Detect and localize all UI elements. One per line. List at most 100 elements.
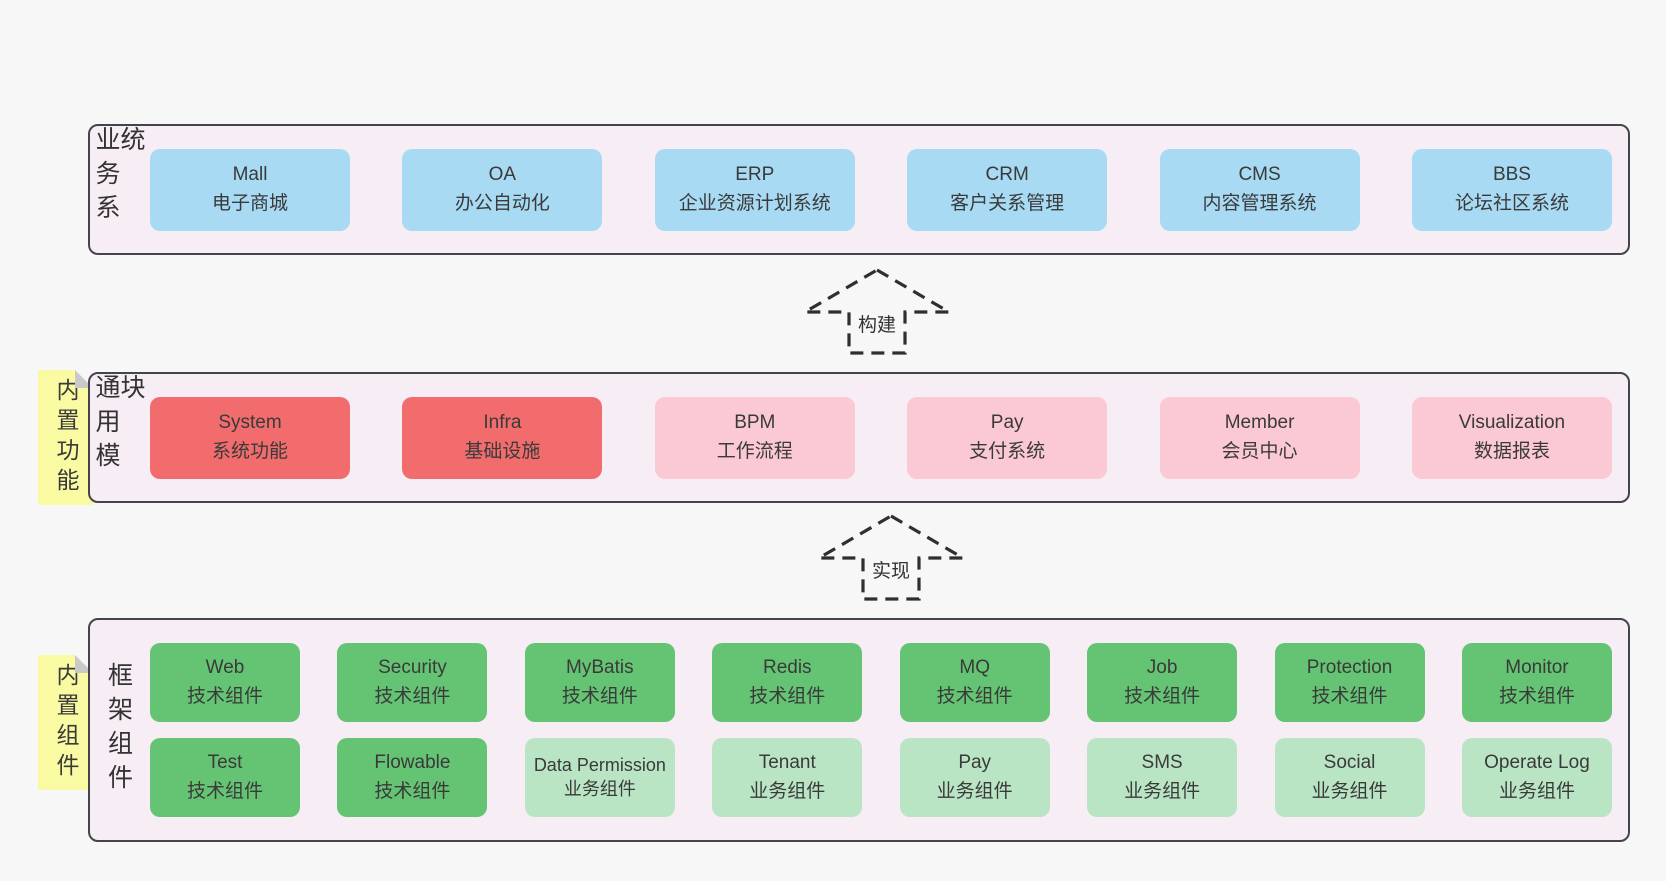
- box-job: Job 技术组件: [1087, 643, 1238, 722]
- box-title: Pay: [990, 412, 1024, 433]
- box-title: MyBatis: [566, 657, 634, 678]
- box-monitor: Monitor 技术组件: [1461, 643, 1612, 722]
- box-title: Monitor: [1505, 657, 1569, 678]
- note-built-in-components: 内置组件: [38, 655, 93, 790]
- box-redis: Redis 技术组件: [712, 643, 863, 722]
- box-title: System: [218, 412, 282, 433]
- box-subtitle: 技术组件: [936, 685, 1013, 707]
- box-title: Tenant: [758, 752, 816, 773]
- box-visualization: Visualization 数据报表: [1411, 396, 1612, 479]
- box-title: Operate Log: [1484, 752, 1590, 773]
- box-subtitle: 技术组件: [374, 685, 451, 707]
- box-subtitle: 电子商城: [211, 192, 288, 214]
- box-crm: CRM 客户关系管理: [907, 148, 1108, 231]
- box-subtitle: 业务组件: [1311, 780, 1388, 802]
- box-pay-business: Pay 业务组件: [899, 738, 1050, 817]
- dashed-up-arrow-icon: [816, 514, 966, 601]
- box-social: Social 业务组件: [1274, 738, 1425, 817]
- box-subtitle: 技术组件: [186, 780, 263, 802]
- box-subtitle: 会员中心: [1221, 440, 1298, 462]
- box-mall: Mall 电子商城: [150, 148, 350, 231]
- box-mybatis: MyBatis 技术组件: [524, 643, 675, 722]
- box-sms: SMS 业务组件: [1087, 738, 1238, 817]
- box-member: Member 会员中心: [1159, 396, 1360, 479]
- box-title: Infra: [483, 412, 522, 433]
- box-subtitle: 技术组件: [561, 685, 638, 707]
- box-subtitle: 支付系统: [969, 440, 1046, 462]
- box-title: ERP: [735, 164, 775, 185]
- box-title: BBS: [1492, 164, 1531, 185]
- box-subtitle: 技术组件: [1311, 685, 1388, 707]
- box-subtitle: 业务组件: [749, 780, 826, 802]
- box-web: Web 技术组件: [150, 643, 300, 722]
- box-subtitle: 办公自动化: [454, 192, 550, 214]
- box-subtitle: 技术组件: [749, 685, 826, 707]
- box-title: Web: [205, 657, 245, 678]
- box-subtitle: 业务组件: [1498, 780, 1575, 802]
- section-common-modules: 通用模块 System 系统功能 Infra 基础设施 BPM 工作流程 Pay…: [88, 372, 1630, 503]
- box-subtitle: 系统功能: [211, 440, 288, 462]
- box-subtitle: 企业资源计划系统: [678, 192, 831, 214]
- arrow-build-label: 构建: [854, 310, 900, 337]
- box-subtitle: 技术组件: [1498, 685, 1575, 707]
- note-built-in-features-text: 内置功能: [53, 377, 79, 498]
- box-title: Redis: [762, 657, 812, 678]
- box-title: Mall: [232, 164, 268, 185]
- note-built-in-features: 内置功能: [38, 370, 93, 505]
- box-subtitle: 技术组件: [374, 780, 451, 802]
- box-security: Security 技术组件: [337, 643, 488, 722]
- framework-row-2: Test 技术组件 Flowable 技术组件 Data Permission …: [150, 738, 1612, 817]
- box-title: Test: [207, 752, 243, 773]
- box-subtitle: 工作流程: [716, 440, 793, 462]
- box-title: MQ: [959, 657, 990, 678]
- box-infra: Infra 基础设施: [402, 396, 603, 479]
- box-subtitle: 业务组件: [563, 778, 636, 799]
- box-title: Visualization: [1458, 412, 1566, 433]
- box-subtitle: 客户关系管理: [950, 192, 1065, 214]
- box-subtitle: 技术组件: [1124, 685, 1201, 707]
- box-title: Data Permission: [533, 754, 666, 775]
- box-tenant: Tenant 业务组件: [712, 738, 863, 817]
- box-title: CRM: [985, 164, 1029, 185]
- box-mq: MQ 技术组件: [899, 643, 1050, 722]
- box-subtitle: 技术组件: [186, 685, 263, 707]
- section-business-label: 业务系统: [92, 126, 145, 228]
- box-subtitle: 业务组件: [1124, 780, 1201, 802]
- box-title: Flowable: [374, 752, 451, 773]
- box-protection: Protection 技术组件: [1274, 643, 1425, 722]
- arrow-implement-label: 实现: [868, 556, 914, 583]
- box-subtitle: 内容管理系统: [1202, 192, 1317, 214]
- box-test: Test 技术组件: [150, 738, 300, 817]
- note-built-in-components-text: 内置组件: [53, 662, 79, 783]
- box-title: BPM: [734, 412, 776, 433]
- box-title: Security: [378, 657, 447, 678]
- box-operate-log: Operate Log 业务组件: [1461, 738, 1612, 817]
- box-flowable: Flowable 技术组件: [337, 738, 488, 817]
- framework-row-1: Web 技术组件 Security 技术组件 MyBatis 技术组件 Redi…: [150, 643, 1612, 722]
- box-title: Member: [1224, 412, 1295, 433]
- section-framework-label: 框架组件: [104, 662, 133, 798]
- framework-rows: Web 技术组件 Security 技术组件 MyBatis 技术组件 Redi…: [146, 620, 1628, 840]
- section-framework-components: 框架组件 Web 技术组件 Security 技术组件 MyBatis 技术组件…: [88, 618, 1630, 842]
- box-bbs: BBS 论坛社区系统: [1411, 148, 1612, 231]
- box-subtitle: 业务组件: [936, 780, 1013, 802]
- section-common-label: 通用模块: [92, 374, 145, 476]
- box-oa: OA 办公自动化: [402, 148, 603, 231]
- box-cms: CMS 内容管理系统: [1159, 148, 1360, 231]
- box-title: Job: [1146, 657, 1178, 678]
- box-subtitle: 基础设施: [464, 440, 541, 462]
- box-erp: ERP 企业资源计划系统: [654, 148, 855, 231]
- box-pay: Pay 支付系统: [907, 396, 1108, 479]
- box-title: Protection: [1306, 657, 1393, 678]
- box-title: Social: [1323, 752, 1376, 773]
- dashed-up-arrow-icon: [802, 268, 952, 355]
- section-label-wrap: 框架组件: [90, 620, 146, 840]
- box-subtitle: 数据报表: [1473, 440, 1550, 462]
- arrow-build: 构建: [802, 268, 952, 356]
- section-label-wrap: 业务系统: [90, 126, 146, 253]
- box-title: Pay: [958, 752, 992, 773]
- common-boxes: System 系统功能 Infra 基础设施 BPM 工作流程 Pay 支付系统…: [146, 374, 1628, 501]
- box-data-permission: Data Permission 业务组件: [524, 738, 675, 817]
- box-bpm: BPM 工作流程: [654, 396, 855, 479]
- arrow-implement: 实现: [816, 514, 966, 602]
